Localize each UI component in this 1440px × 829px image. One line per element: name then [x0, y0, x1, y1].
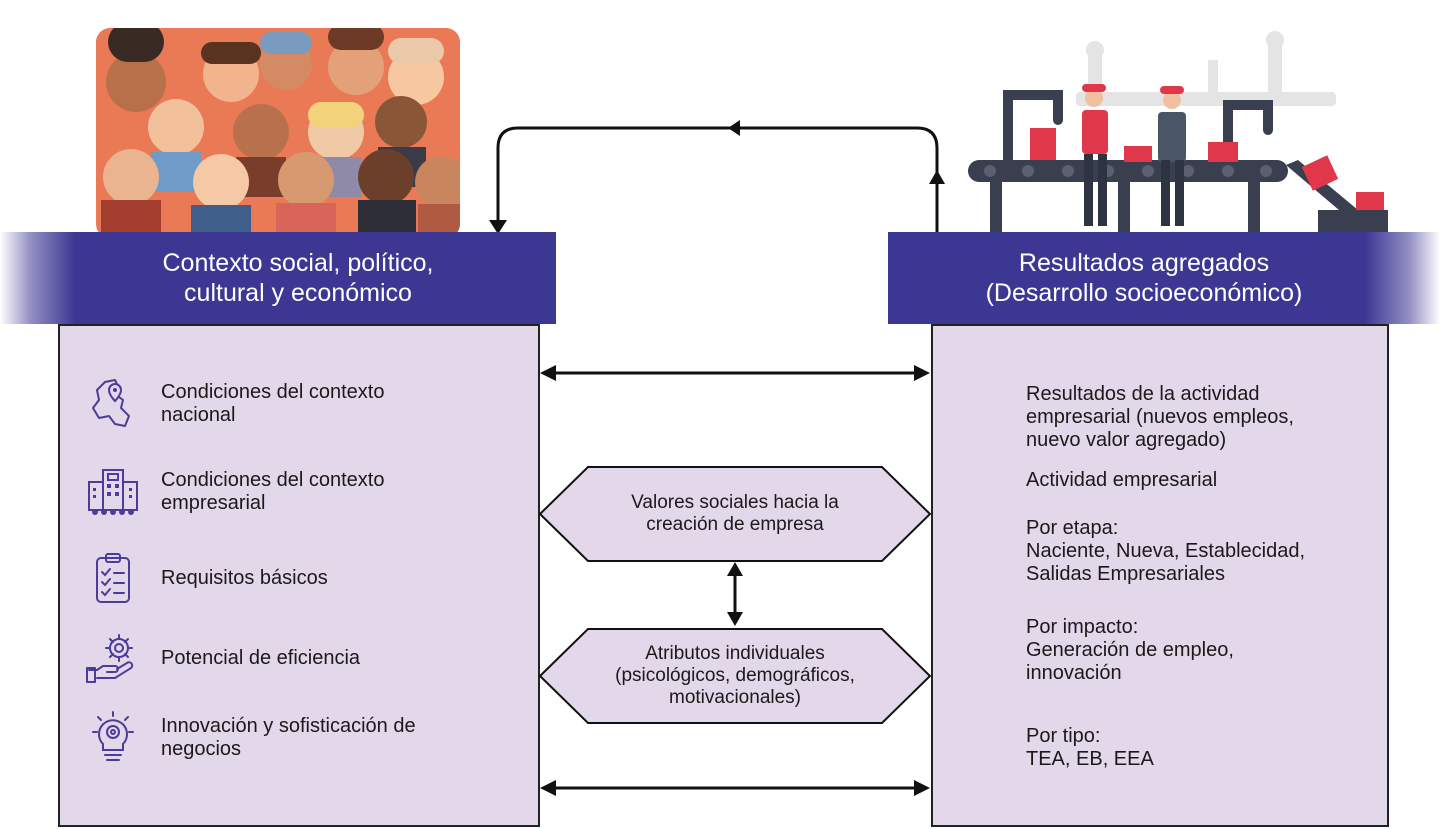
left-item-efficiency: Potencial de eficiencia — [85, 630, 360, 686]
vertical-double-arrow — [727, 562, 743, 626]
right-item-results: Resultados de la actividad empresarial (… — [1026, 383, 1294, 451]
left-item-label: Condiciones del contexto nacional — [161, 381, 385, 426]
hand-gear-icon — [86, 634, 134, 683]
left-item-label: Innovación y sofisticación de negocios — [161, 715, 416, 760]
left-item-national: Condiciones del contexto nacional — [85, 376, 384, 432]
left-context-panel: Condiciones del contexto nacional Condic… — [58, 324, 540, 827]
lightbulb-gear-icon — [92, 711, 134, 761]
bottom-double-arrow — [540, 780, 930, 796]
values-hexagon-label: Valores sociales hacia la creación de em… — [631, 492, 839, 535]
left-item-label: Potencial de eficiencia — [161, 646, 361, 669]
crowd-illustration — [96, 28, 460, 238]
right-item-by-impact: Por impacto: Generación de empleo, innov… — [1026, 616, 1234, 684]
right-item-by-type: Por tipo: TEA, EB, EEA — [1026, 725, 1154, 770]
left-item-label: Requisitos básicos — [161, 566, 328, 589]
right-header-title: Resultados agregados (Desarrollo socioec… — [985, 249, 1303, 307]
right-header-banner: Resultados agregados (Desarrollo socioec… — [888, 232, 1440, 324]
left-item-business: Condiciones del contexto empresarial — [85, 464, 384, 520]
left-item-innovation: Innovación y sofisticación de negocios — [85, 710, 416, 766]
attributes-hexagon-label: Atributos individuales (psicológicos, de… — [615, 643, 855, 708]
left-item-label: Condiciones del contexto empresarial — [161, 469, 385, 514]
office-building-icon — [88, 469, 138, 515]
colombia-map-icon — [92, 379, 130, 427]
right-item-by-stage: Por etapa: Naciente, Nueva, Establecidad… — [1026, 517, 1306, 585]
clipboard-checklist-icon — [96, 553, 130, 603]
right-item-activity: Actividad empresarial — [1026, 469, 1218, 491]
left-item-requirements: Requisitos básicos — [85, 550, 328, 606]
left-header-title: Contexto social, político, cultural y ec… — [162, 249, 434, 307]
factory-illustration — [968, 31, 1388, 232]
left-header-banner: Contexto social, político, cultural y ec… — [0, 232, 556, 324]
top-double-arrow — [540, 365, 930, 381]
right-results-panel: Resultados de la actividad empresarial (… — [931, 324, 1389, 827]
